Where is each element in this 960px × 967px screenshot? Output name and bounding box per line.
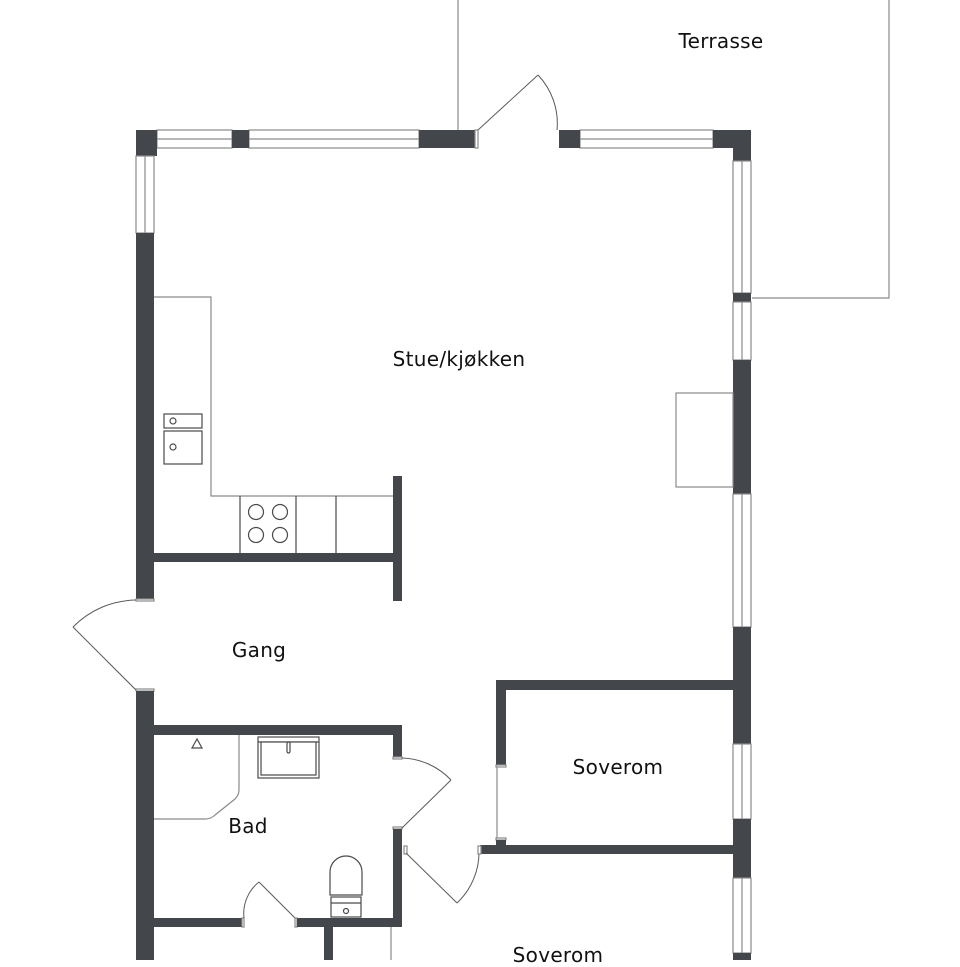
bedroom-1-walls <box>480 680 733 854</box>
room-label-terrasse: Terrasse <box>678 29 764 53</box>
kitchen <box>154 296 402 601</box>
left-wall <box>135 155 155 960</box>
room-label-stue-kjokken: Stue/kjøkken <box>392 347 526 371</box>
bathroom <box>154 725 452 960</box>
terrace-outline <box>457 0 890 299</box>
room-label-soverom-2: Soverom <box>512 943 604 967</box>
top-wall <box>136 129 751 161</box>
room-label-bad: Bad <box>228 814 268 838</box>
terrace-door <box>474 74 558 149</box>
entrance-door <box>72 599 137 691</box>
bedroom-2-door <box>403 845 482 904</box>
room-label-soverom-1: Soverom <box>572 755 664 779</box>
right-wall <box>732 160 752 960</box>
room-label-gang: Gang <box>231 638 287 662</box>
fireplace <box>675 392 734 488</box>
